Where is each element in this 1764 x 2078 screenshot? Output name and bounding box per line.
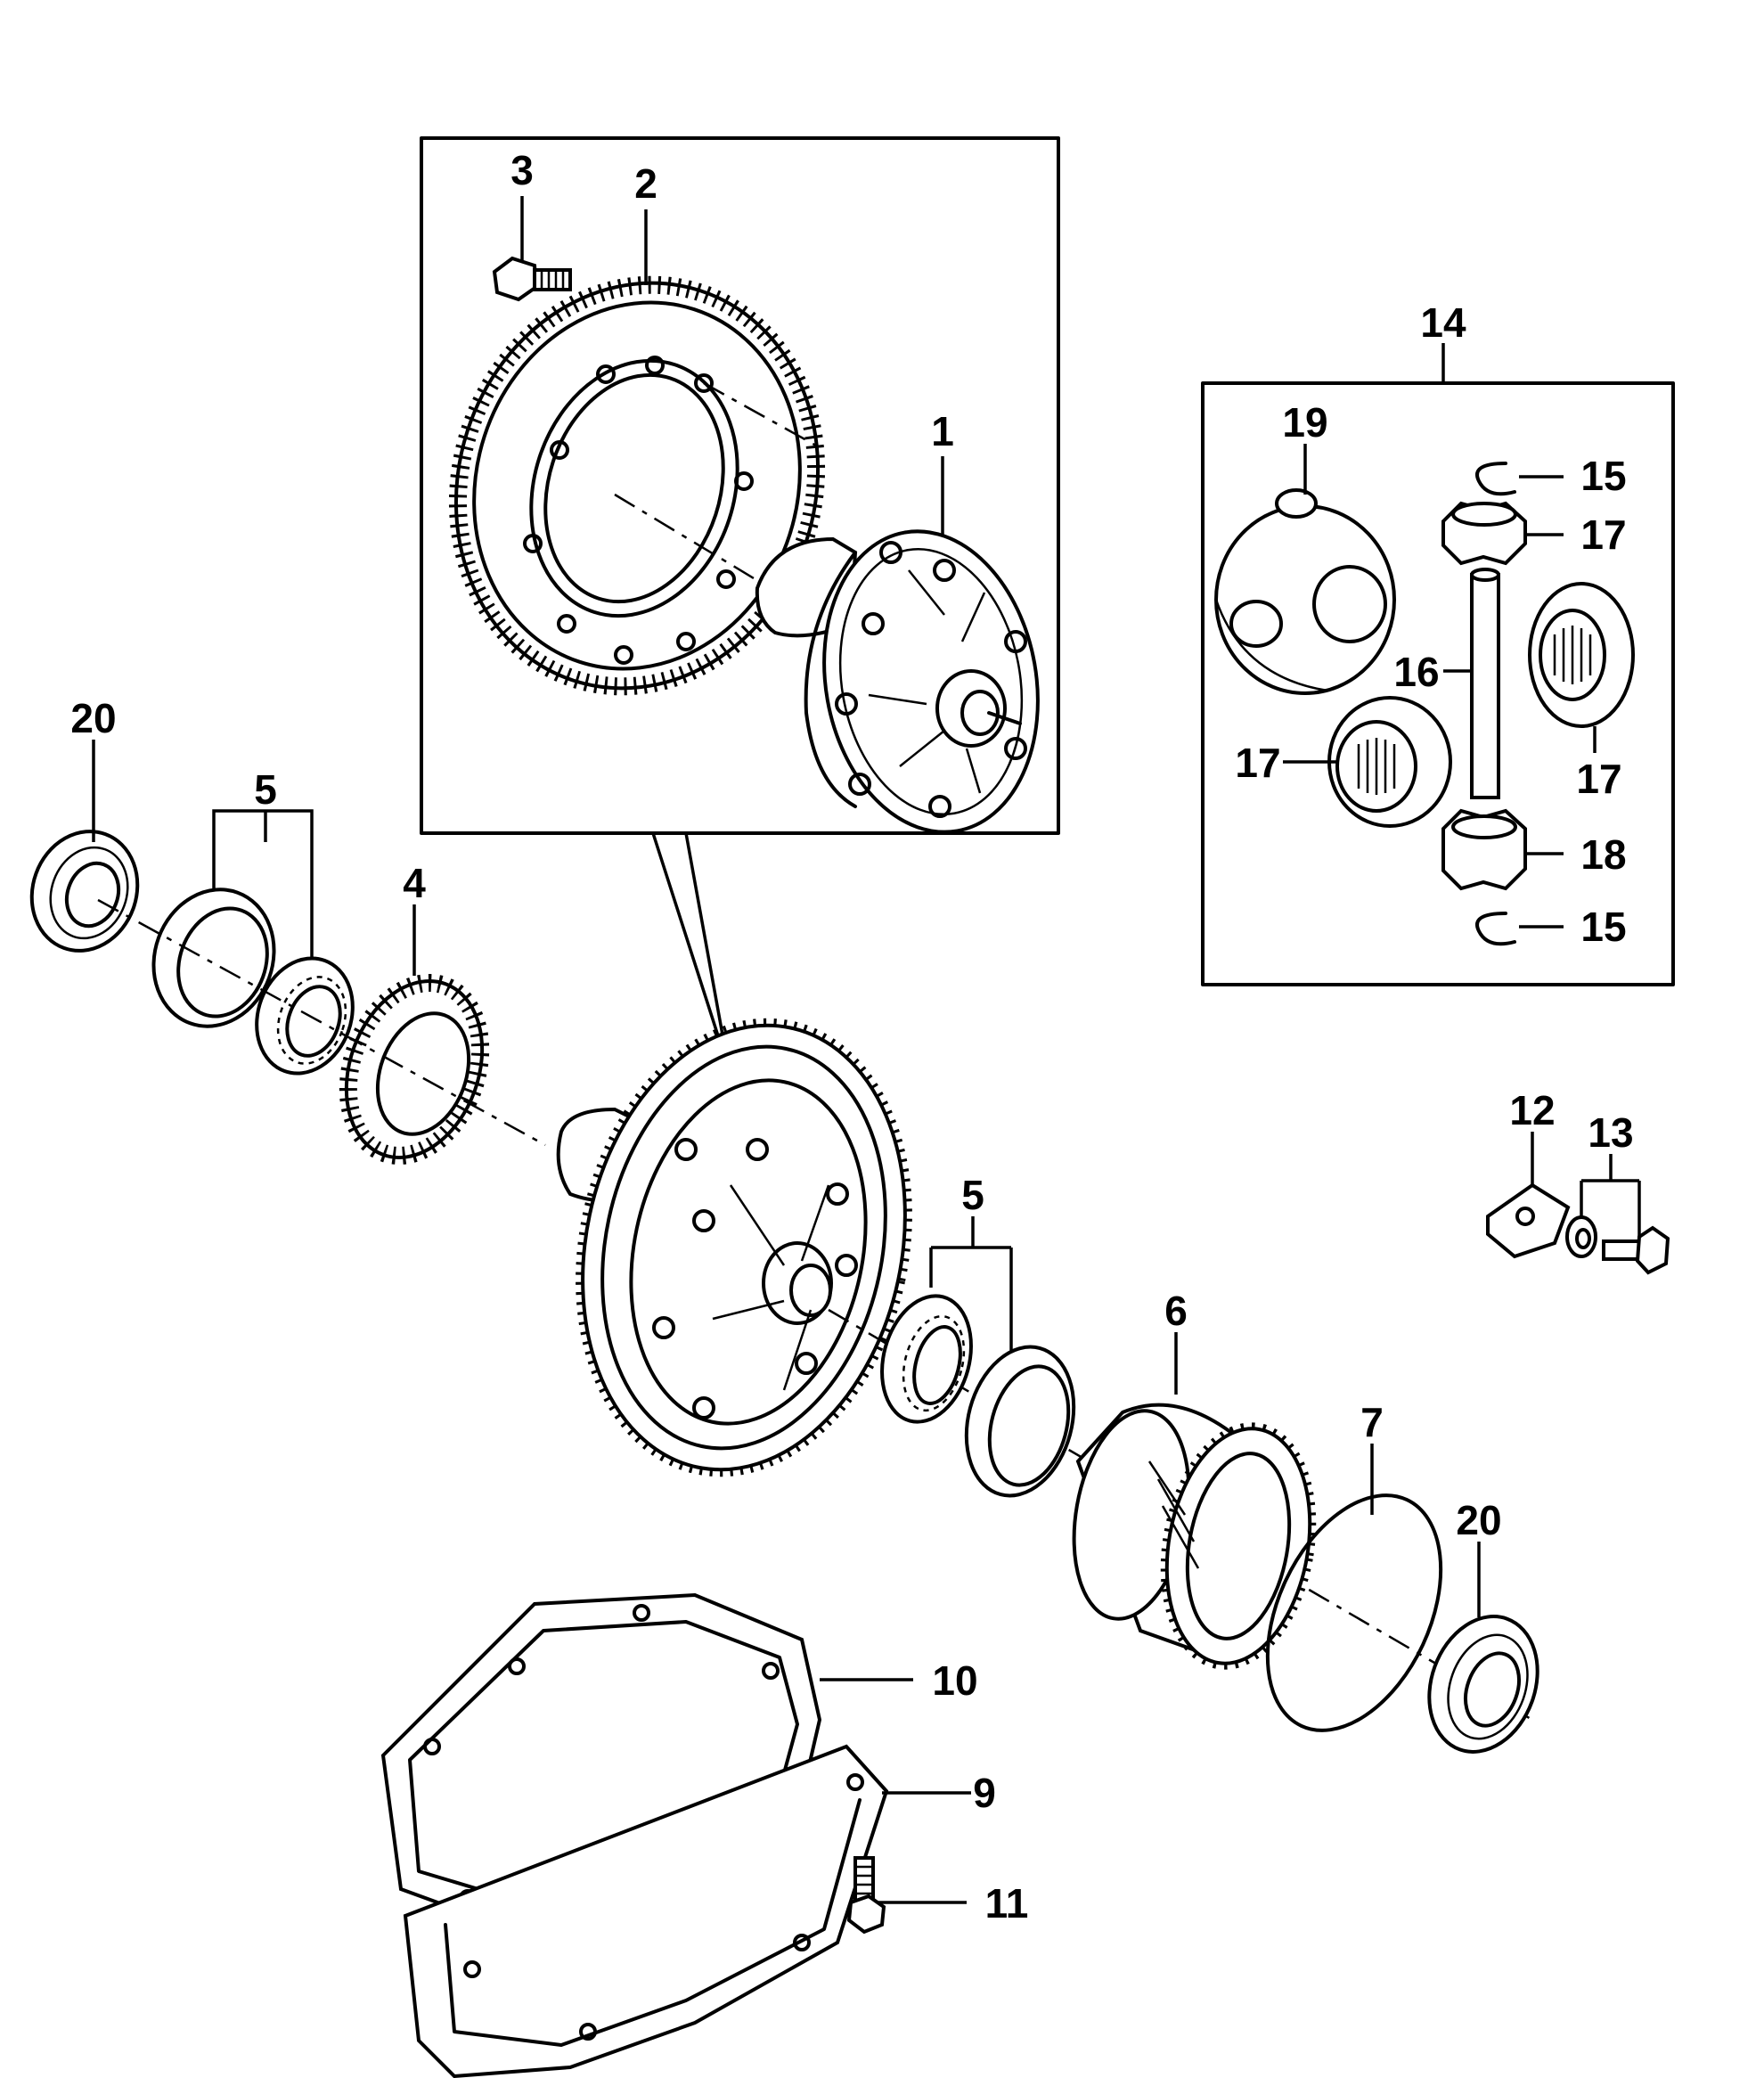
- pin-shaft-part-16: [1470, 568, 1500, 799]
- bolt-part-3: [492, 256, 572, 302]
- callout-15-top: 15: [1580, 453, 1626, 499]
- retainer-plate-part-12: [1486, 1182, 1571, 1259]
- pinion-gear-part-18-top: [1441, 501, 1527, 566]
- side-gear-part-17-right: [1528, 582, 1635, 728]
- side-gear-part-17-left: [1327, 696, 1452, 828]
- callout-5-right: 5: [961, 1172, 984, 1218]
- o-ring-part-7: [1265, 1493, 1443, 1732]
- bearing-adjuster-part-6: [1072, 1403, 1317, 1670]
- callout-9: 9: [973, 1770, 996, 1816]
- callout-18-bottom: 18: [1580, 831, 1626, 878]
- callout-11: 11: [985, 1880, 1029, 1927]
- pinion-gear-part-18-bottom: [1441, 808, 1527, 891]
- callout-16: 16: [1393, 649, 1439, 695]
- callout-13: 13: [1588, 1109, 1633, 1156]
- callout-1: 1: [931, 408, 954, 454]
- bearing-cone-part-5-right: [880, 1294, 973, 1424]
- callout-5-left: 5: [254, 766, 277, 813]
- bracket-5-left: [212, 809, 314, 967]
- case-centerline-2: [703, 381, 825, 452]
- clip-part-15-bottom: [1475, 912, 1516, 946]
- oil-seal-part-20-left: [29, 830, 140, 953]
- cross-block-part-19: [1214, 488, 1396, 695]
- callout-15-bottom: 15: [1580, 904, 1626, 950]
- callout-4: 4: [403, 860, 426, 906]
- oil-seal-part-20-right: [1427, 1615, 1539, 1754]
- detail-box-leader: [651, 832, 731, 1070]
- callout-6: 6: [1164, 1288, 1188, 1334]
- bearing-cup-part-5-left: [151, 888, 276, 1028]
- bracket-5-right: [929, 1216, 1013, 1363]
- bolt-part-11: [846, 1856, 886, 1935]
- bearing-cone-part-5-left: [255, 956, 355, 1076]
- callout-17-right: 17: [1576, 756, 1621, 802]
- callout-3: 3: [510, 147, 534, 193]
- callout-2: 2: [634, 160, 657, 207]
- bracket-13: [1580, 1154, 1641, 1243]
- cover-plate-part-9: [403, 1744, 889, 2078]
- callout-19: 19: [1282, 399, 1327, 446]
- callout-17-left: 17: [1235, 740, 1280, 786]
- callout-20-right: 20: [1456, 1497, 1501, 1543]
- bearing-cup-part-5-right: [964, 1345, 1076, 1498]
- main-centerline-left: [97, 898, 546, 1147]
- callout-20-left: 20: [70, 695, 116, 741]
- callout-18-top: 17: [1580, 511, 1626, 558]
- ring-gear-part-2: [448, 275, 826, 696]
- assembled-differential: [556, 1018, 912, 1477]
- washer-part-13: [1565, 1215, 1597, 1258]
- callout-14: 14: [1420, 299, 1466, 346]
- callout-7: 7: [1360, 1399, 1384, 1445]
- callout-12: 12: [1509, 1087, 1555, 1133]
- clip-part-15-top: [1475, 462, 1516, 496]
- differential-case-part-1: [755, 529, 1040, 834]
- detail-box-pinion-set: [1201, 381, 1675, 986]
- detail-box-case: [420, 136, 1060, 835]
- callout-10: 10: [932, 1657, 977, 1704]
- speedo-gear-part-4: [339, 974, 490, 1165]
- bolt-part-13: [1602, 1225, 1670, 1275]
